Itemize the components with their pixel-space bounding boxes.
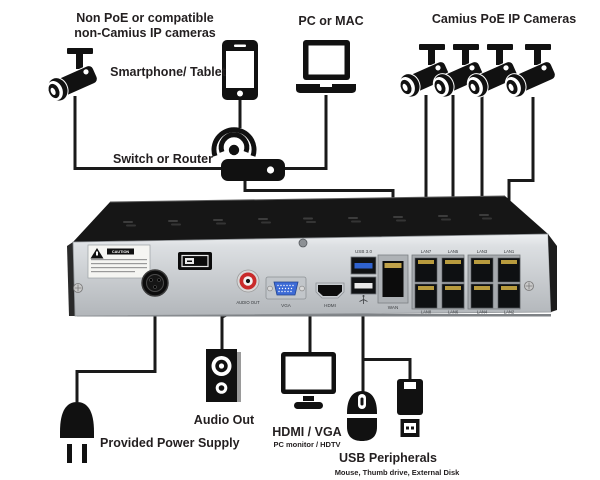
vga-port-label: VGA — [281, 303, 292, 308]
label-audio-out: Audio Out — [194, 413, 255, 427]
lan6-label: LAN6 — [448, 310, 459, 315]
label-switch-router: Switch or Router — [113, 152, 213, 166]
label-nonpoe-line1: Non PoE or compatible — [76, 11, 214, 25]
label-nonpoe-line2: non-Camius IP cameras — [74, 26, 216, 40]
nvr-device: CAUTION — [67, 195, 557, 317]
monitor-icon — [281, 352, 336, 409]
label-usb-peripherals: USB Peripherals — [339, 451, 437, 465]
usb-symbol-icon — [359, 295, 368, 304]
hdmi-port-label: HDMI — [324, 303, 336, 308]
smartphone-icon — [222, 40, 258, 100]
lan5-label: LAN5 — [448, 249, 459, 254]
usb-port-label: USB 3.0 — [355, 249, 373, 254]
power-connector-port — [141, 269, 169, 297]
nvr-right-edge — [548, 234, 557, 312]
power-plug-icon — [60, 402, 94, 463]
lan2-label: LAN2 — [504, 310, 515, 315]
lan3-label: LAN3 — [477, 249, 488, 254]
caution-label: CAUTION — [87, 244, 151, 279]
label-pc: PC or MAC — [298, 14, 363, 28]
label-smartphone: Smartphone/ Tablet — [110, 65, 227, 79]
thumb-drive-icon — [397, 379, 423, 437]
line-usb-to-thumbdrive — [363, 358, 412, 381]
nvr-vents — [123, 214, 492, 227]
audio-port-label: AUDIO OUT — [236, 300, 260, 305]
lan-block-a — [411, 254, 465, 310]
laptop-icon — [296, 40, 356, 93]
nvr-left-edge — [67, 242, 75, 316]
lan1-label: LAN1 — [504, 249, 515, 254]
usb2-port — [350, 276, 377, 295]
label-hdmi-vga: HDMI / VGA — [272, 425, 341, 439]
label-poe-cameras: Camius PoE IP Cameras — [432, 12, 576, 26]
wifi-icon — [211, 127, 257, 157]
lan8-label: LAN8 — [421, 310, 432, 315]
lan-block-b — [467, 254, 521, 310]
usb3-port — [350, 256, 377, 275]
label-hdmi-vga-sub: PC monitor / HDTV — [273, 440, 340, 449]
line-power-to-plug — [75, 295, 157, 402]
screw-icon — [298, 238, 308, 248]
line-camera-to-router — [73, 96, 221, 170]
nvr-bottom-shadow — [77, 314, 551, 317]
label-power-supply: Provided Power Supply — [100, 436, 240, 450]
caution-text: CAUTION — [112, 250, 130, 254]
lan7-label: LAN7 — [421, 249, 432, 254]
nonpoe-camera-icon — [42, 47, 101, 106]
vga-port — [265, 276, 307, 300]
audio-out-port — [236, 269, 260, 293]
line-pc-to-router — [285, 95, 328, 170]
power-switch — [178, 252, 212, 270]
speaker-icon — [206, 349, 241, 402]
wan-port — [377, 254, 409, 304]
mouse-icon — [347, 391, 377, 441]
router-icon — [221, 159, 285, 181]
label-usb-peripherals-sub: Mouse, Thumb drive, External Disk — [335, 468, 460, 477]
wan-port-label: WAN — [388, 305, 399, 310]
hdmi-port — [315, 282, 345, 299]
lan4-label: LAN4 — [477, 310, 488, 315]
